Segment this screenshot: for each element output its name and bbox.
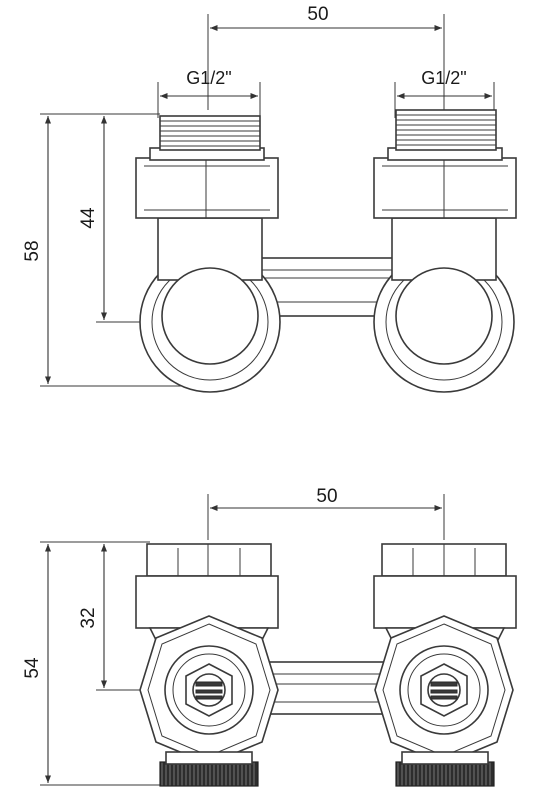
- thread-left: [159, 115, 261, 151]
- front-bridge-pipe: [261, 661, 393, 715]
- front-axis-height-label: 32: [78, 607, 99, 628]
- front-axis-height-dimension: 32: [78, 541, 170, 691]
- thread-label-right: G1/2": [421, 68, 466, 88]
- top-spacing-dimension: 50: [207, 4, 445, 110]
- top-left-valve: [135, 115, 281, 393]
- top-spacing-label: 50: [307, 4, 328, 25]
- front-spacing-label: 50: [316, 486, 337, 507]
- front-view: 50 54 32: [22, 486, 517, 787]
- thread-dimension-right: G1/2": [394, 68, 495, 118]
- front-spacing-dimension: 50: [207, 486, 445, 540]
- right-socket-hatch: [430, 681, 458, 700]
- front-left-valve: [135, 543, 279, 787]
- top-view: 50 G1/2" G1/2" 58 44: [22, 4, 517, 393]
- left-socket-hatch: [195, 681, 223, 700]
- top-bridge-pipe: [257, 257, 399, 317]
- top-right-valve: [373, 109, 517, 393]
- front-right-valve: [373, 543, 517, 787]
- front-total-height-label: 54: [22, 657, 43, 679]
- thread-right: [395, 109, 497, 151]
- top-axis-height-label: 44: [78, 207, 99, 229]
- top-total-height-label: 58: [22, 240, 43, 261]
- thread-dimension-left: G1/2": [157, 68, 261, 118]
- thread-label-left: G1/2": [186, 68, 231, 88]
